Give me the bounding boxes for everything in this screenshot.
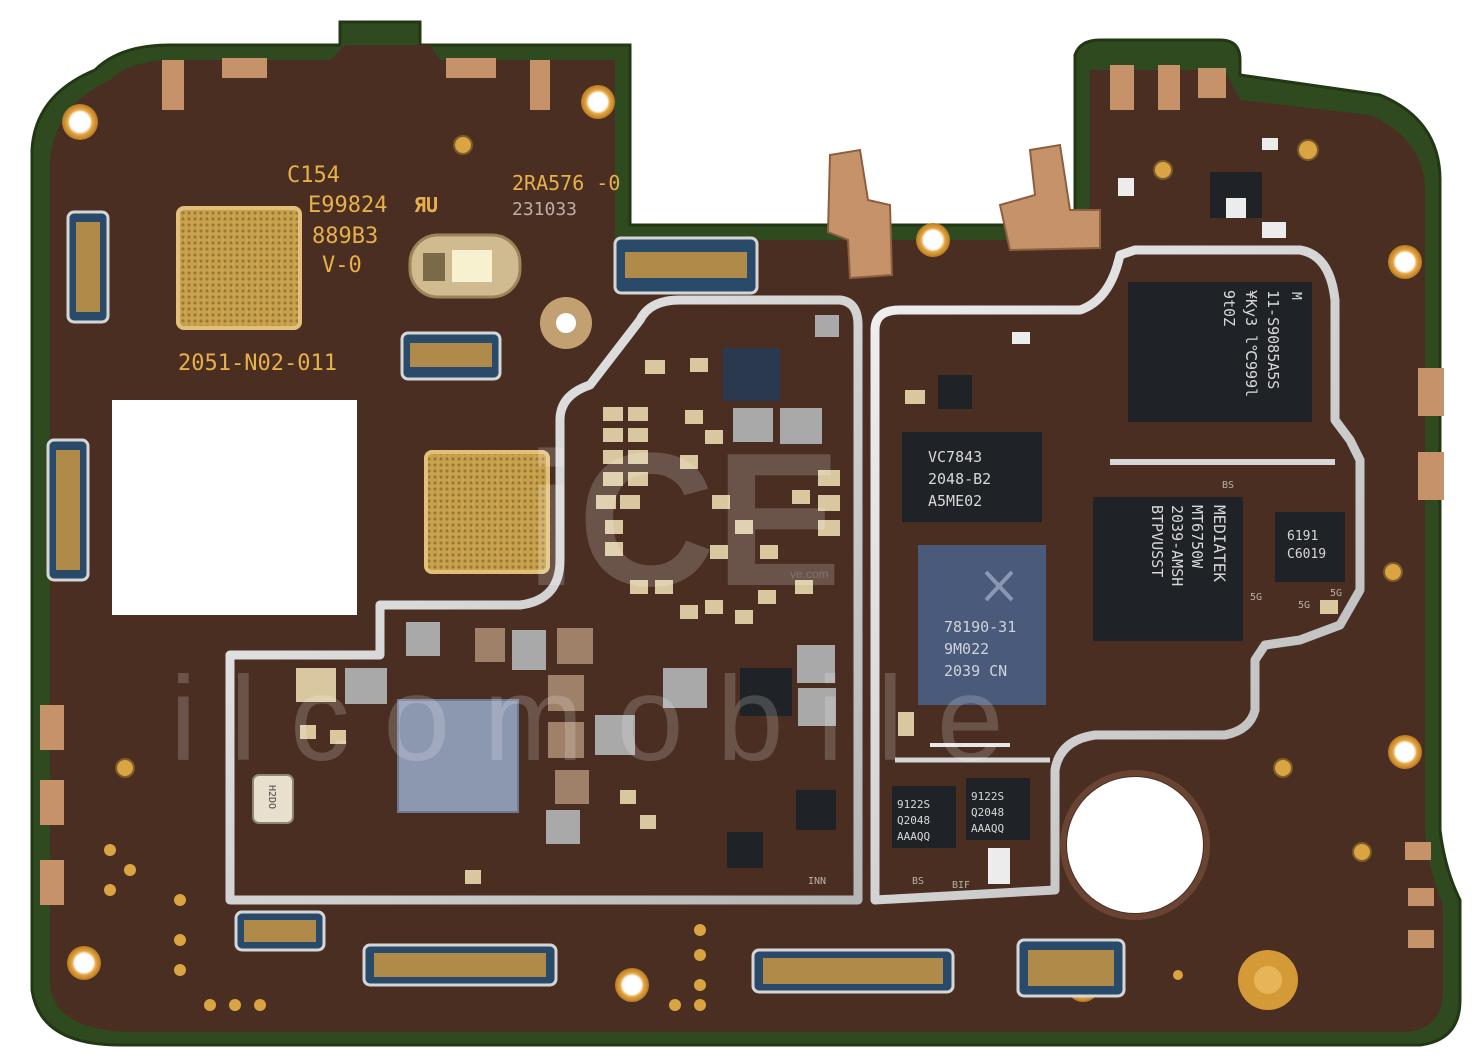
svg-text:BS: BS <box>912 876 924 887</box>
svg-text:9M022: 9M022 <box>944 640 989 658</box>
watermark-word: i l c o m o b i l e <box>170 652 1004 786</box>
svg-text:5G: 5G <box>1330 588 1342 599</box>
label-v0: V-0 <box>322 253 362 278</box>
chip-small-d <box>727 832 763 868</box>
chip-pa-right: 9122S Q2048 AAAQQ <box>966 778 1030 840</box>
svg-text:AAAQQ: AAAQQ <box>897 830 930 843</box>
label-c154: C154 <box>287 163 340 188</box>
ul-mark: ЯU <box>414 193 438 217</box>
svg-text:78190-31: 78190-31 <box>944 618 1016 636</box>
chip-pa-left: 9122S Q2048 AAAQQ <box>892 786 956 848</box>
shield-frame-center <box>225 295 863 905</box>
connectors <box>46 210 1126 998</box>
label-partno: 2051-N02-011 <box>178 351 337 376</box>
cutout-window <box>112 400 357 615</box>
chip-bluegrey <box>397 699 519 813</box>
svg-text:AAAQQ: AAAQQ <box>971 822 1004 835</box>
chip-mediatek: MEDIATEK MT6750W 2039-AMSH BTPVUSST <box>1093 497 1243 641</box>
watermark: iCE i l c o m o b i l e ve.com <box>170 414 1004 786</box>
gold-pad-middle <box>424 450 550 574</box>
watermark-logo: iCE <box>525 414 842 626</box>
test-pads <box>104 844 1183 1011</box>
svg-text:BS: BS <box>1222 480 1234 491</box>
white-components <box>988 138 1286 884</box>
svg-text:¥Ky3 l℃999l: ¥Ky3 l℃999l <box>1242 290 1260 397</box>
svg-text:Q2048: Q2048 <box>897 814 930 827</box>
label-231033: 231033 <box>512 199 577 220</box>
svg-text:6191: 6191 <box>1287 529 1318 544</box>
svg-text:BTPVUSST: BTPVUSST <box>1148 505 1166 577</box>
svg-text:M: M <box>1288 292 1303 300</box>
mic-module: H2DO <box>252 774 294 824</box>
coax-connectors <box>115 135 1403 862</box>
svg-text:C6019: C6019 <box>1287 547 1326 562</box>
svg-text:5G: 5G <box>1298 600 1310 611</box>
svg-text:2048-B2: 2048-B2 <box>928 470 991 488</box>
chip-small-b <box>740 668 792 716</box>
svg-text:H2DO: H2DO <box>266 785 277 809</box>
label-889b3: 889B3 <box>312 224 378 249</box>
label-e99824: E99824 <box>308 193 387 218</box>
gold-pad-top <box>176 206 302 330</box>
capacitors <box>296 358 1338 884</box>
svg-text:5G: 5G <box>1250 592 1262 603</box>
chip-78190: 78190-31 9M022 2039 CN <box>918 545 1046 705</box>
shield-frame-right <box>870 245 1365 905</box>
svg-text:Q2048: Q2048 <box>971 806 1004 819</box>
copper-springs <box>40 58 1444 948</box>
svg-text:9t0Z: 9t0Z <box>1220 290 1238 326</box>
svg-text:2039 CN: 2039 CN <box>944 662 1007 680</box>
svg-text:MT6750W: MT6750W <box>1188 505 1206 569</box>
svg-text:11-S9085A5S: 11-S9085A5S <box>1264 290 1282 389</box>
svg-text:VC7843: VC7843 <box>928 448 982 466</box>
chip-small-c <box>796 790 836 830</box>
chip-memory: M 11-S9085A5S ¥Ky3 l℃999l 9t0Z <box>1128 282 1312 422</box>
small-labels: BS BS 5G 5G 5G BIF INN <box>808 480 1342 891</box>
chip-6191: 6191 C6019 <box>1275 512 1345 582</box>
svg-text:MEDIATEK: MEDIATEK <box>1210 505 1229 582</box>
silkscreen-labels: C154 E99824 ЯU 889B3 V-0 2RA576 -0 23103… <box>178 163 620 376</box>
inductors-brown <box>475 628 593 804</box>
svg-text:2039-AMSH: 2039-AMSH <box>1168 505 1186 586</box>
watermark-small: ve.com <box>790 567 829 581</box>
svg-text:A5ME02: A5ME02 <box>928 492 982 510</box>
svg-text:9122S: 9122S <box>971 790 1004 803</box>
inductors <box>345 315 839 844</box>
chip-small-a <box>723 348 780 401</box>
chip-vc7843: VC7843 2048-B2 A5ME02 <box>902 432 1042 522</box>
round-cutout <box>1067 777 1203 913</box>
chip-small-e <box>938 375 972 409</box>
svg-text:INN: INN <box>808 876 826 887</box>
svg-text:BIF: BIF <box>952 880 970 891</box>
svg-text:9122S: 9122S <box>897 798 930 811</box>
label-2ra576: 2RA576 -0 <box>512 171 620 195</box>
